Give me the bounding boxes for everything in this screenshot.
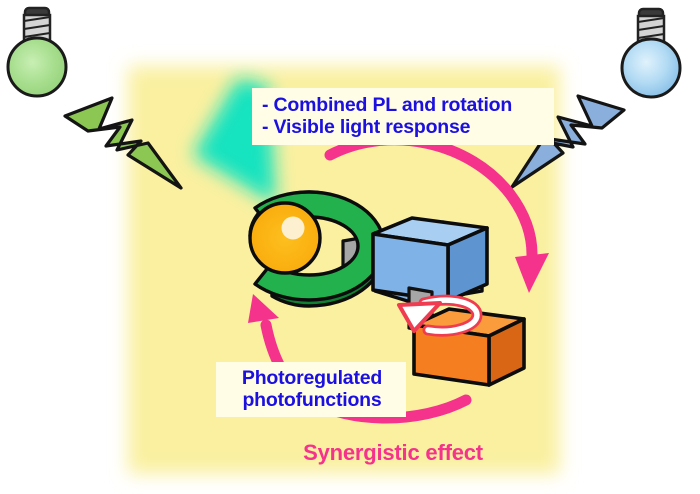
callout-top: - Combined PL and rotation - Visible lig… — [252, 88, 554, 146]
guest-sphere-body — [248, 201, 322, 275]
callout-top-line2: - Visible light response — [262, 116, 471, 139]
rotation-arrow — [397, 294, 483, 337]
orange-guest-sphere — [248, 201, 322, 275]
rotation-arrow-head — [397, 301, 442, 333]
callout-bottom: Photoregulated photofunctions — [216, 362, 406, 418]
green-lightning-bolt — [63, 96, 183, 190]
green-bulb-thread-lines — [23, 16, 51, 38]
green-light-bulb — [6, 6, 68, 98]
blue-bulb-glass — [620, 37, 682, 99]
caption-synergistic-effect: Synergistic effect — [303, 440, 483, 465]
blue-box-unit-solid — [371, 216, 489, 303]
cycle-arrow-bottom-left-head — [248, 294, 279, 323]
rotation-arrow-loop-inner — [421, 297, 480, 334]
callout-bottom-line1: Photoregulated — [241, 367, 383, 389]
callout-bottom-line2: photofunctions — [242, 389, 382, 412]
green-bulb-glass — [6, 36, 68, 98]
guest-sphere-highlight — [281, 216, 305, 240]
blue-bulb-thread-lines — [637, 17, 665, 39]
blue-lightning-bolt — [510, 94, 626, 189]
cycle-arrow-top-right-head — [515, 253, 549, 293]
callout-top-line1: - Combined PL and rotation — [262, 94, 513, 116]
blue-light-bulb — [620, 7, 682, 99]
